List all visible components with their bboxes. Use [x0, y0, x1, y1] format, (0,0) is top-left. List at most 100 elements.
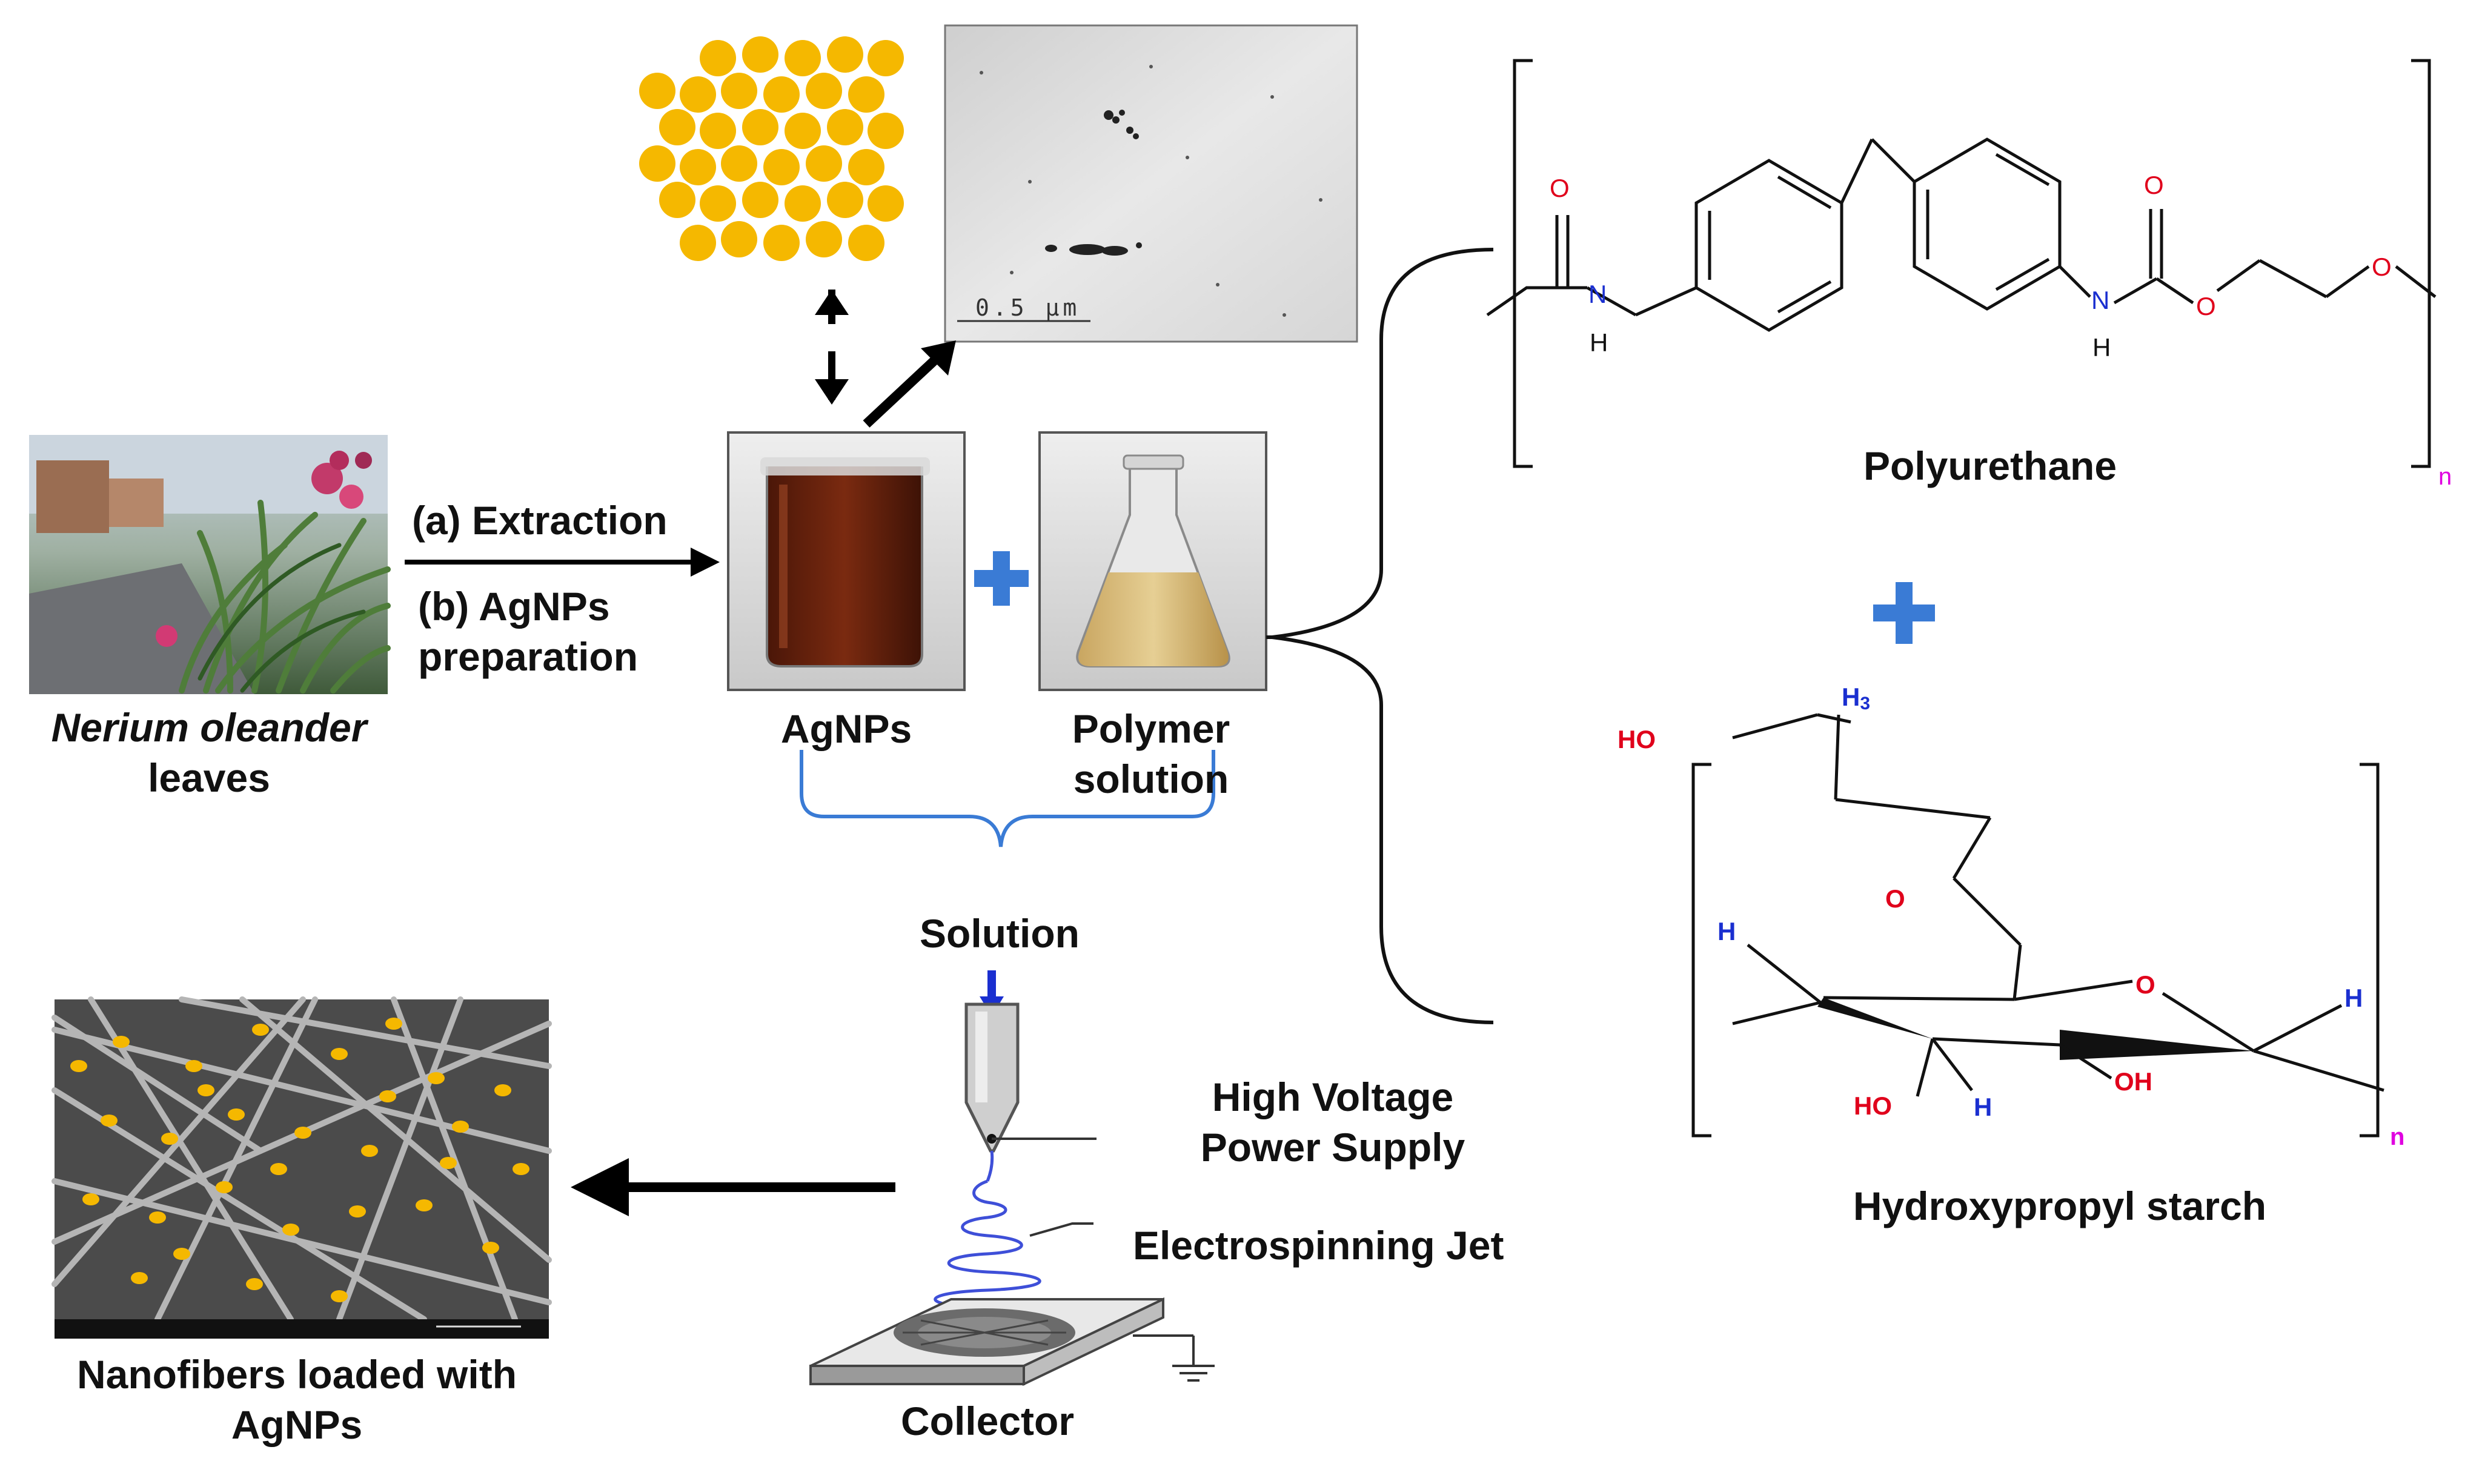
nanoparticle-dot [827, 109, 863, 145]
hps-hydrogen-left: H [1717, 917, 1736, 946]
nanofiber-strand [88, 996, 294, 1322]
loaded-nanoparticle [385, 1018, 402, 1030]
nanoparticle-dot [763, 225, 800, 261]
nanofibers-label: Nanofibers loaded with AgNPs [6, 1350, 588, 1449]
nanoparticle-dot [742, 182, 778, 218]
nanofiber-strand [51, 1015, 264, 1154]
nanoparticle-dot [806, 145, 842, 182]
nanoparticle-dot [868, 185, 904, 222]
hps-methyl-h: H3 [1842, 683, 1870, 714]
nanoparticle-dot [680, 76, 716, 113]
loaded-nanoparticle [331, 1290, 348, 1302]
nanofibers-line2: AgNPs [231, 1402, 363, 1447]
polyurethane-atoms: O N H N H O O O n [1550, 171, 2452, 490]
loaded-nanoparticle [113, 1036, 130, 1048]
nanoparticle-dot [806, 73, 842, 109]
loaded-nanoparticle [228, 1108, 245, 1121]
agnps-beaker-photo [727, 431, 966, 691]
hps-ether-oxygen: O [1885, 884, 1905, 913]
hps-hydroxyl-bottom: HO [1854, 1091, 1892, 1120]
starch-atoms: HO H3 O H O H HO H OH n [1618, 683, 2404, 1150]
loaded-nanoparticle [216, 1181, 233, 1193]
loaded-nanoparticle [101, 1115, 118, 1127]
solution-label: Solution [920, 911, 1080, 956]
nanoparticle-dot [700, 113, 736, 149]
loaded-nanoparticle [416, 1199, 433, 1211]
nanoparticle-dot [700, 40, 736, 76]
nanofibers-line1: Nanofibers loaded with [76, 1352, 517, 1397]
nanoparticle-dot [785, 185, 821, 222]
polymer-label: Polymer solution [994, 704, 1309, 804]
pu-oxygen-1: O [1550, 174, 1570, 202]
nanoparticle-dot [659, 182, 695, 218]
composition-brace [1272, 248, 1494, 1024]
nanoparticle-dot [785, 40, 821, 76]
loaded-nanoparticle [494, 1084, 511, 1096]
nanoparticle-dot [868, 113, 904, 149]
nanoparticle-dot [848, 149, 884, 185]
loaded-nanoparticle [246, 1278, 263, 1290]
pu-oxygen-2: O [2144, 171, 2164, 199]
loaded-nanoparticle [282, 1224, 299, 1236]
characterization-arrows [815, 290, 956, 428]
step-b-label: (b) AgNPs preparation [418, 581, 638, 681]
nanoparticle-dot [763, 149, 800, 185]
nerium-oleander-photo [29, 435, 391, 694]
electrospinning-setup [809, 1002, 1215, 1386]
nanofiber-strand [51, 1087, 427, 1322]
source-name-italic: Nerium oleander [51, 705, 367, 750]
tem-micrograph [944, 24, 1358, 343]
nanoparticle-dot [848, 76, 884, 113]
collector-label: Collector [900, 1399, 1075, 1443]
nanoparticle-dot [680, 225, 716, 261]
loaded-nanoparticle [149, 1211, 166, 1224]
nanoparticle-dot [763, 76, 800, 113]
loaded-nanoparticle [197, 1084, 214, 1096]
loaded-nanoparticle [82, 1193, 99, 1205]
hps-hydroxyl-top: HO [1618, 725, 1656, 754]
nanoparticle-dot [659, 109, 695, 145]
step-b-line1: (b) AgNPs [418, 584, 610, 629]
agnps-label: AgNPs [780, 706, 912, 751]
nanofibers-sem-image [51, 996, 552, 1339]
nanofiber-strand [179, 996, 552, 1069]
polyurethane-label: Polyurethane [1863, 443, 2117, 488]
hps-repeat-n: n [2390, 1124, 2404, 1150]
loaded-nanoparticle [361, 1145, 378, 1157]
nanoparticle-dot [639, 145, 675, 182]
loaded-nanoparticle [452, 1121, 469, 1133]
nanofiber-strand [51, 1178, 552, 1305]
loaded-nanoparticle [349, 1205, 366, 1217]
hps-hydrogen-bottom: H [1974, 1093, 1992, 1121]
pu-oxygen-4: O [2372, 253, 2392, 281]
loaded-nanoparticle [331, 1048, 348, 1060]
nanoparticle-dot [868, 40, 904, 76]
starch-label: Hydroxypropyl starch [1853, 1184, 2267, 1228]
pu-hydrogen-2: H [2092, 333, 2111, 362]
loaded-nanoparticle [185, 1060, 202, 1072]
nanofiber-strand [336, 996, 463, 1322]
nanoparticle-dot [827, 182, 863, 218]
hv-line1: High Voltage [1212, 1075, 1454, 1119]
nanoparticle-dot [700, 185, 736, 222]
loaded-nanoparticle [252, 1024, 269, 1036]
polymer-flask-photo [1038, 431, 1267, 691]
loaded-nanoparticle [513, 1163, 529, 1175]
hydroxypropyl-starch-structure [1691, 713, 2384, 1138]
step-a-label: (a) Extraction [412, 498, 668, 543]
hv-supply-label: High Voltage Power Supply [1145, 1072, 1521, 1172]
hps-ring-oxygen: O [2135, 970, 2155, 999]
polymer-line1: Polymer [1072, 706, 1230, 751]
nanoparticle-dot [785, 113, 821, 149]
tem-scale-label: 0.5 µm [975, 294, 1081, 321]
polymer-line2: solution [1073, 756, 1229, 801]
silver-nanoparticles-cluster [639, 36, 904, 261]
hps-hydroxyl-right: OH [2114, 1067, 2152, 1096]
nanofiber-strand [239, 996, 552, 1263]
nanoparticle-dot [721, 221, 757, 257]
source-name-rest: leaves [148, 755, 270, 800]
loaded-nanoparticle [161, 1133, 178, 1145]
loaded-nanoparticle [482, 1242, 499, 1254]
polyurethane-structure [1486, 59, 2437, 468]
nanoparticle-dot [848, 225, 884, 261]
